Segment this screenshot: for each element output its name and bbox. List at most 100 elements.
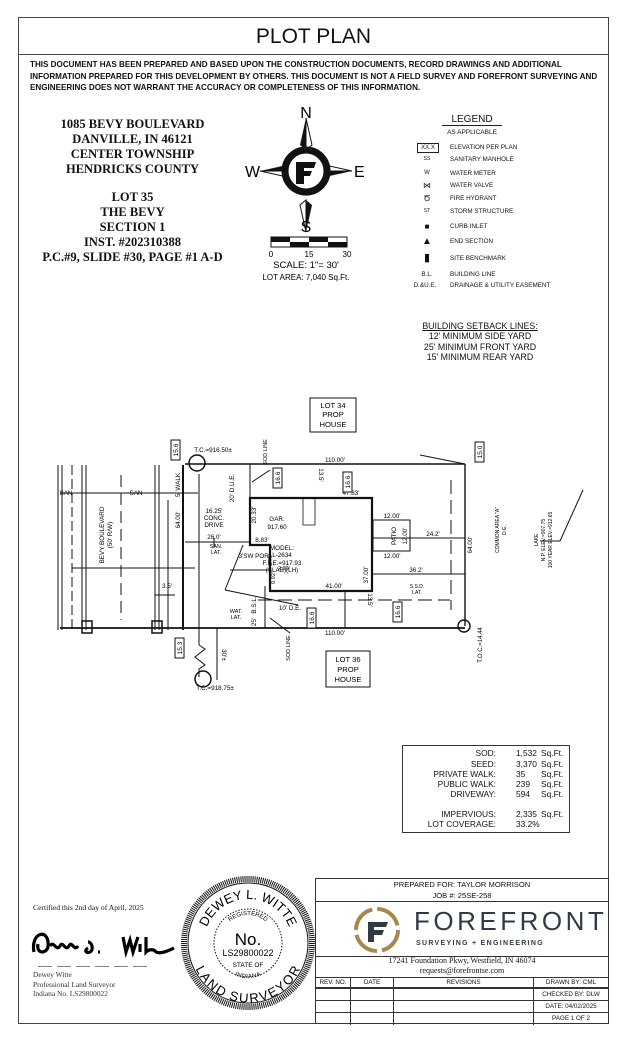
area-unit: Sq.Ft. [541,809,564,819]
garage-label: GAR. [269,516,285,523]
legend-label: FIRE HYDRANT [450,195,497,202]
rev-cell [316,1001,351,1013]
company-logo: FOREFRONT SURVEYING + ENGINEERING [316,902,608,957]
dim: 12.00' [384,553,401,560]
dim: 20.33' [251,507,258,524]
garage-elev: 917.60 [267,524,287,531]
rev-cell [394,1001,534,1013]
lake-label: LAKE [534,533,540,546]
fire-hydrant-icon: Ծ [423,194,431,203]
certification-date: Certified this 2nd day of April, 2025 [33,903,144,912]
company-email[interactable]: requests@forefrontse.com [419,966,505,975]
area-label: SEED: [470,759,496,769]
lake-np-elev: N.P. ELEV.=907.75 [541,519,547,562]
dim: 2.00' [278,566,290,572]
page-number: PAGE 1 OF 2 [551,1015,591,1022]
company-contact: 17241 Foundation Pkwy, Westfield, IN 460… [316,956,608,978]
area-label: DRIVEWAY: [450,789,496,799]
job-number: JOB #: 25SE-258 [432,890,492,900]
legend-label: STORM STRUCTURE [450,208,514,215]
page-title: PLOT PLAN [18,17,609,55]
area-label: IMPERVIOUS: [441,809,496,819]
elevation: 15.3 [177,641,184,654]
lot34-label: HOUSE [319,420,346,429]
legend-label: ELEVATION PER PLAN [450,144,518,151]
dim-64: 64.00' [175,512,182,529]
scale-tick: 15 [305,250,314,259]
area-value: 35 [516,769,526,779]
area-label: SOD: [475,748,496,758]
area-label: LOT COVERAGE: [427,819,496,829]
drawing-date: DATE: 04/02/2025 [534,1001,608,1013]
legend-item: B.L.BUILDING LINE [412,269,612,280]
prepared-for: PREPARED FOR: TAYLOR MORRISON JOB #: 25S… [316,879,608,902]
company-tagline: SURVEYING + ENGINEERING [416,940,544,947]
elevation-box-icon: XX.X [417,143,439,153]
dim: 24.2' [426,531,439,538]
lot34-label: PROP [322,410,344,419]
legend-item: ⋈WATER VALVE [412,180,612,191]
common-area: COMMON AREA "A" [495,507,501,553]
area-value: 1,532 [516,748,537,758]
rev-cell [316,1013,351,1025]
model-number: L-2634 [272,552,292,559]
client: PREPARED FOR: TAYLOR MORRISON [393,880,531,889]
ffe: F.F.E.=917.93 [263,560,302,567]
subdivision: THE BEVY [100,205,165,219]
area-value: 594 [516,789,530,799]
area-label: PUBLIC WALK: [437,779,496,789]
due-abbr: D.&U.E. [413,282,437,289]
porch: POR [255,553,269,560]
easement: 10' D.E. [279,605,301,612]
elevation: 16.6 [275,471,282,484]
scale-label: SCALE: 1"= 30' [273,260,339,271]
linework [57,397,584,688]
col-date: DATE [351,977,394,989]
company-address: 17241 Foundation Pkwy, Westfield, IN 460… [388,956,536,965]
lot-number: LOT 35 [111,190,154,204]
tc-top: T.C.=916.50± [194,447,232,454]
legend-label: CURB INLET [450,223,488,230]
storm-structure-icon: ST [423,208,431,214]
disclaimer: THIS DOCUMENT HAS BEEN PREPARED AND BASE… [30,60,598,92]
drawn-by: DRAWN BY: CML [534,977,608,989]
lot36-label: HOUSE [334,675,361,684]
address-line: DANVILLE, IN 46121 [72,132,193,146]
legend-label: WATER VALVE [450,182,494,189]
setback-rear: 15' MINIMUM REAR YARD [426,351,534,362]
water-meter-icon: W [424,170,430,176]
dim-bottom: 110.00' [325,630,345,637]
company-name: FOREFRONT [414,906,608,936]
street-name: BEVY BOULEVARD [99,506,106,563]
drive-label: CONC. [204,515,225,522]
seal-state: INDIANA [234,972,262,981]
setback-title: BUILDING SETBACK LINES: [422,321,538,331]
tc-bottom: T.C.=918.75± [196,685,234,692]
scale-bar [270,236,348,248]
wat-lat: WAT. [230,609,243,615]
scale-tick: 30 [343,250,352,259]
toc: T.O.C.=14.44 [478,627,484,663]
legend-item: ▲END SECTION [412,236,612,247]
drive-label: DRIVE [204,522,223,529]
lot34-label: LOT 34 [320,401,345,410]
lake-100yr-elev: 100 YEAR ELEV.=912.65 [548,511,554,568]
sidewalk: 3'SW [239,553,254,560]
area-row: LOT COVERAGE:33.2% [403,819,569,830]
bsl: B.S.L. [251,596,258,613]
seal-state-of: STATE OF [233,962,264,969]
dim: 12.00' [384,513,401,520]
plot-drawing: LOT 34 PROP HOUSE LOT 36 PROP HOUSE T.C.… [57,397,584,692]
title-block: PREPARED FOR: TAYLOR MORRISON JOB #: 25S… [315,878,609,1025]
legend-item: D.&U.E.DRAINAGE & UTILITY EASEMENT [412,280,612,291]
surveyor-title: Professional Land Surveyor [33,979,116,989]
seal-no: No. [235,930,261,949]
site-benchmark-icon: ▮ [423,252,431,264]
address-line: CENTER TOWNSHIP [70,147,195,161]
north-arrow-compass: N S W E 0 15 30 SCALE: 1"= 30' LOT AREA:… [245,105,365,282]
